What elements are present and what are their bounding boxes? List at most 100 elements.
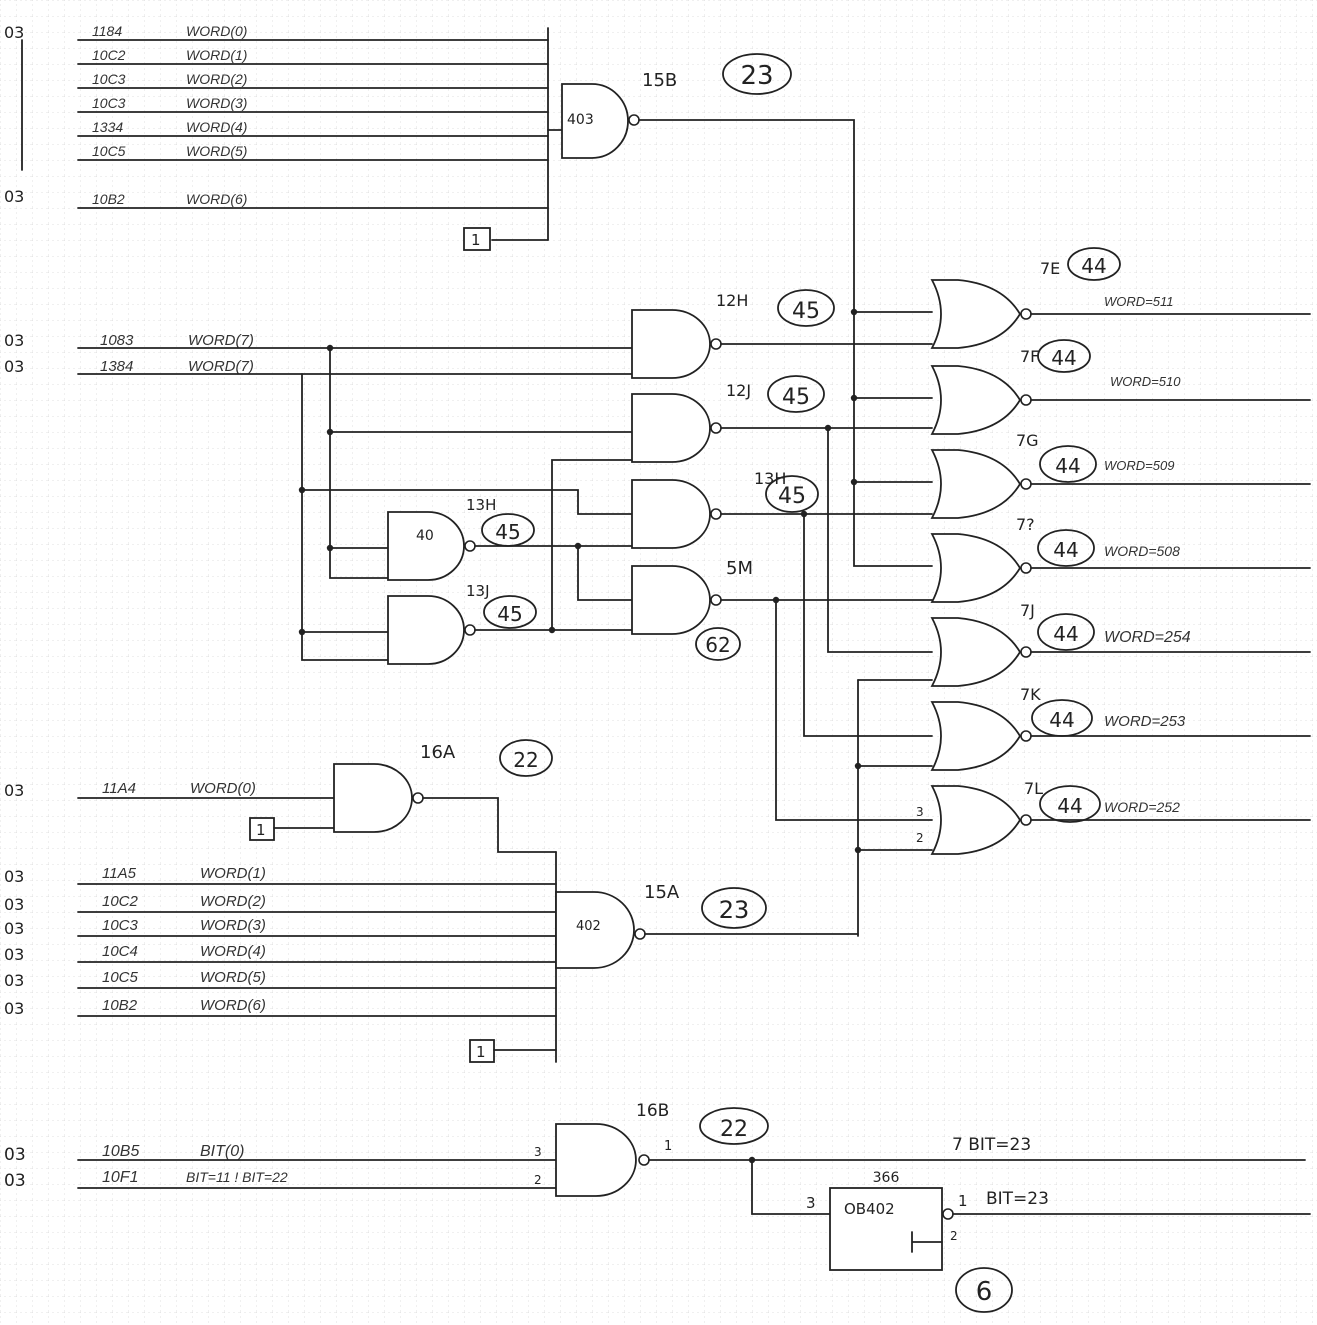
bus-b-row: 03 10C2 WORD(2) [4, 893, 557, 914]
junction [854, 762, 862, 770]
nand-body [387, 595, 465, 665]
const-one-label: 1 [256, 821, 266, 839]
input-sig: WORD(6) [200, 997, 266, 1014]
sheet-ref-number: 62 [705, 633, 730, 657]
nor-output-label: WORD=509 [1104, 458, 1174, 473]
bus-a-row: 1184 WORD(0) [77, 23, 549, 41]
bus-a-tag-bottom: 03 [4, 187, 24, 206]
wire-a-down [329, 347, 389, 579]
input-tag: 03 [4, 1171, 26, 1191]
inverter-bubble [638, 1154, 650, 1166]
net-13h-7k [803, 513, 933, 737]
input-loc: 10C2 [102, 893, 139, 910]
input-tag: 03 [4, 919, 24, 938]
bus-a-loc: 10C2 [92, 47, 126, 63]
gate-ref-label: 15A [644, 882, 680, 903]
nor-output-label: WORD=254 [1104, 629, 1191, 646]
sheet-ref-circle [722, 53, 792, 95]
inv-13j: 13J 45 [387, 459, 633, 665]
inverter-bubble [412, 792, 424, 804]
gate-ref-label: 13H [754, 469, 786, 488]
wire-b-13h [301, 489, 633, 515]
input-sig: WORD(3) [200, 917, 266, 934]
bus-a-loc: 10B2 [92, 191, 125, 207]
input-sig: WORD(7) [188, 332, 254, 349]
nor-output-label: WORD=511 [1104, 294, 1173, 309]
nor-body [930, 365, 1022, 435]
nor-output-label: WORD=252 [1104, 799, 1180, 815]
output-label: BIT=23 [986, 1189, 1049, 1209]
const-one-box [249, 817, 275, 841]
sheet-ref-circle [699, 1107, 769, 1145]
input-loc: 10F1 [102, 1169, 138, 1186]
sheet-ref-circle [1037, 613, 1095, 651]
gate-ref-label: 13J [466, 582, 490, 600]
sheet-ref-circle [777, 289, 835, 327]
chip-366: 366 OB402 3 1 2 BIT=23 6 [806, 1170, 1311, 1313]
gate-15b: 403 15B 23 [547, 53, 933, 567]
input-tag: 03 [4, 357, 24, 376]
nand-body [555, 1123, 637, 1197]
nand-body [631, 309, 711, 379]
input-tag: 03 [4, 895, 24, 914]
input-sig: WORD(7) [188, 358, 254, 375]
sheet-ref-number: 23 [740, 61, 773, 91]
pin-label: 3 [806, 1194, 816, 1212]
bus-a-loc: 1184 [92, 23, 122, 39]
input-sig: WORD(4) [200, 943, 266, 960]
input-loc: 1384 [100, 358, 133, 375]
input-loc: 11A5 [102, 865, 137, 882]
nor-body [930, 449, 1022, 519]
gate-ref-label: 7? [1016, 515, 1035, 534]
nor-7e: 7E 44 WORD=511 [930, 247, 1311, 349]
chip-part: OB402 [844, 1200, 895, 1218]
bus-a-row: 10B2 WORD(6) [77, 191, 549, 209]
inverter-bubble [1020, 308, 1032, 320]
bus-a-sig: WORD(6) [186, 191, 247, 207]
const-one-box [463, 227, 491, 251]
nand-body [631, 565, 711, 635]
bus-b-row: 03 11A5 WORD(1) [4, 865, 557, 886]
chip-aux-pin [911, 1231, 943, 1253]
junction [850, 308, 858, 316]
sheet-ref-number: 22 [720, 1117, 748, 1142]
input-loc: 10C5 [102, 969, 139, 986]
bus-b-row: 03 10B2 WORD(6) [4, 997, 557, 1018]
nand-body [555, 891, 635, 969]
inverter-bubble [464, 624, 476, 636]
input-loc: 1083 [100, 332, 134, 349]
junction [298, 486, 306, 494]
gate-ref-label: 15B [642, 70, 677, 91]
sheet-ref-number: 44 [1053, 622, 1078, 646]
pin-label: 3 [916, 805, 924, 819]
bus-a-row: 10C3 WORD(3) [77, 95, 549, 113]
sheet-ref-number: 45 [497, 602, 522, 626]
gate-type-label: 403 [567, 112, 594, 128]
nor-output-label: WORD=508 [1104, 543, 1180, 559]
sheet-ref-circle [1039, 445, 1097, 483]
nor-body [930, 279, 1022, 349]
gate-16a: 03 11A4 WORD(0) 1 16A 22 [4, 739, 557, 853]
bus-a-row: 10C2 WORD(1) [77, 47, 549, 65]
gate-ref-label: 16B [636, 1101, 669, 1121]
sheet-ref-number: 44 [1081, 254, 1106, 278]
input-sig: WORD(2) [200, 893, 266, 910]
13j-out [474, 459, 633, 631]
inverter-bubble [628, 114, 640, 126]
input-tag: 03 [4, 971, 24, 990]
sheet-ref-number: 22 [513, 748, 538, 772]
nor-output-label: WORD=253 [1104, 713, 1186, 730]
sheet-ref-number: 45 [782, 385, 810, 410]
input-sig: WORD(1) [200, 865, 266, 882]
gate-ref-label: 7J [1020, 601, 1035, 620]
sheet-ref-circle [765, 475, 819, 513]
bus-a-loc: 10C3 [92, 95, 126, 111]
gate-ref-label: 7E [1040, 259, 1060, 278]
nor-7l: 7L 44 WORD=252 3 2 [916, 779, 1311, 855]
junction [850, 394, 858, 402]
inv-13h: 40 13H 45 [387, 496, 633, 581]
sheet-ref-number: 44 [1057, 794, 1082, 818]
sheet-ref-number: 44 [1051, 346, 1076, 370]
